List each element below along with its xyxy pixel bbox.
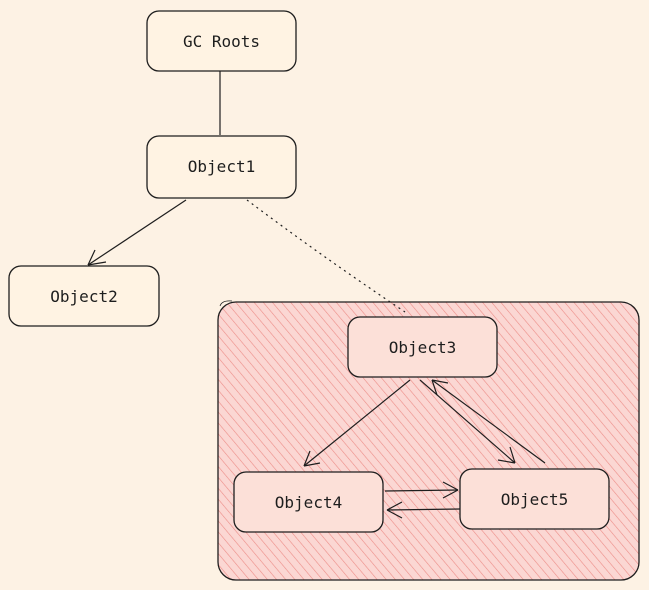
node-gc-roots-label: GC Roots [183,32,260,51]
node-object5: Object5 [459,468,610,530]
edge-object1-object2 [87,199,187,266]
edge-object3-object4 [303,379,411,467]
node-object2: Object2 [8,265,160,327]
node-object2-label: Object2 [50,287,117,306]
node-object4: Object4 [233,471,384,533]
node-object4-label: Object4 [275,493,342,512]
edge-object1-object3-dotted [246,199,406,313]
node-object1-label: Object1 [188,157,255,176]
edge-object5-object4 [386,501,461,519]
node-object3-label: Object3 [389,338,456,357]
node-gc-roots: GC Roots [146,10,297,72]
node-object5-label: Object5 [501,490,568,509]
node-object1: Object1 [146,135,297,199]
node-object3: Object3 [347,316,498,378]
edge-object5-object3 [431,379,546,464]
edge-object4-object5 [384,481,459,499]
edge-object3-object5 [419,379,516,464]
